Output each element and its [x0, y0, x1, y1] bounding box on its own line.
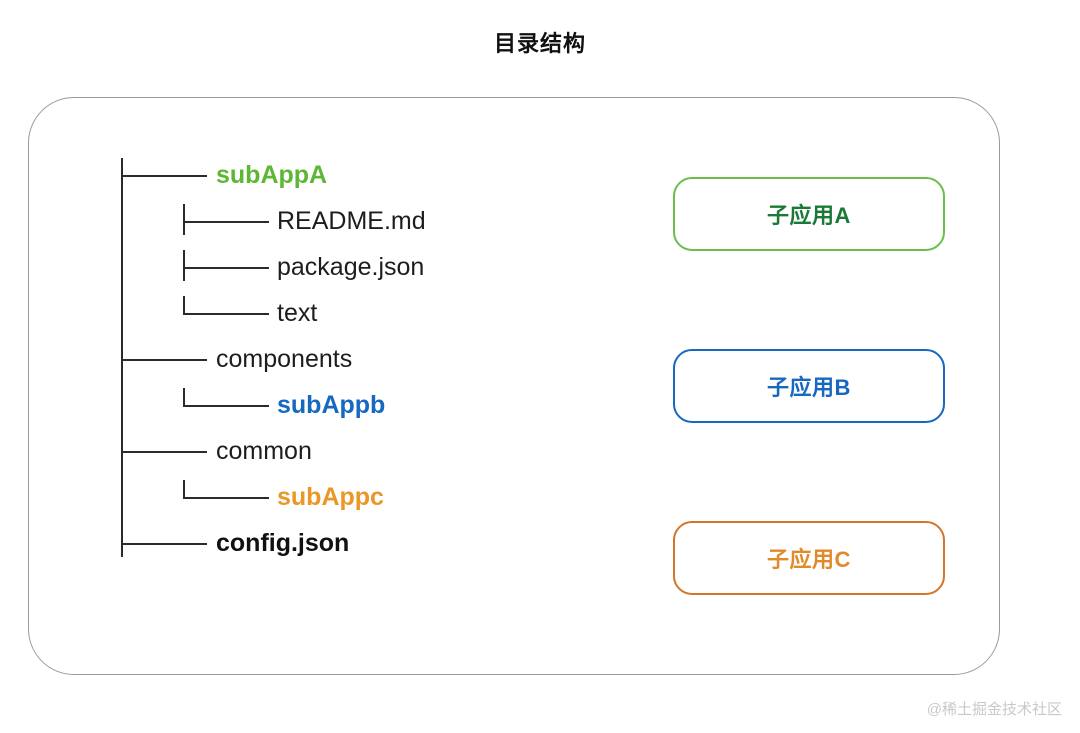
- tree-trunk-segment: [121, 480, 123, 526]
- tree-connector-horizontal: [183, 497, 269, 499]
- tree-trunk-segment: [121, 175, 123, 206]
- tree-row: subAppc: [89, 480, 559, 528]
- tree-node-configjson[interactable]: config.json: [216, 529, 350, 557]
- tree-node-subappc[interactable]: subAppc: [277, 483, 384, 511]
- tree-node-subappa[interactable]: subAppA: [216, 161, 328, 189]
- tree-node-packagejson[interactable]: package.json: [277, 253, 425, 281]
- tree-trunk-segment: [121, 204, 123, 250]
- watermark: @稀土掘金技术社区: [926, 701, 1062, 718]
- tree-row: package.json: [89, 250, 559, 298]
- tree-node-subappb[interactable]: subAppb: [277, 391, 386, 419]
- tree-node-text[interactable]: text: [277, 299, 318, 327]
- tree-connector-horizontal: [183, 267, 269, 269]
- tree-connector-vertical: [183, 480, 185, 497]
- tree-connector-vertical: [183, 204, 185, 235]
- tree-connector-horizontal: [121, 543, 207, 545]
- diagram-panel: subAppA README.md package.json text componen…: [28, 97, 1000, 675]
- app-box-c[interactable]: 子应用C: [673, 521, 945, 595]
- page-title: 目录结构: [493, 31, 586, 56]
- tree-connector-vertical: [121, 342, 123, 373]
- app-box-label-a: 子应用A: [767, 203, 851, 228]
- tree-connector-vertical: [121, 526, 123, 557]
- tree-row: subAppb: [89, 388, 559, 436]
- app-box-a[interactable]: 子应用A: [673, 177, 945, 251]
- tree-trunk-segment: [121, 296, 123, 342]
- tree-connector-horizontal: [183, 405, 269, 407]
- tree-connector-vertical: [121, 158, 123, 189]
- tree-trunk-segment: [121, 451, 123, 482]
- tree-row: subAppA: [89, 158, 559, 206]
- tree-connector-vertical: [183, 388, 185, 405]
- tree-row: components: [89, 342, 559, 390]
- tree-connector-vertical: [183, 250, 185, 281]
- tree-trunk-segment: [121, 388, 123, 434]
- tree-connector-horizontal: [121, 175, 207, 177]
- tree-trunk-segment: [121, 250, 123, 296]
- directory-tree: subAppA README.md package.json text componen…: [89, 158, 559, 600]
- tree-connector-horizontal: [183, 313, 269, 315]
- tree-trunk-segment: [121, 359, 123, 390]
- tree-connector-horizontal: [121, 359, 207, 361]
- tree-node-common[interactable]: common: [216, 437, 312, 465]
- app-box-label-c: 子应用C: [767, 547, 851, 572]
- tree-node-readme[interactable]: README.md: [277, 207, 426, 235]
- app-box-label-b: 子应用B: [767, 375, 851, 400]
- tree-connector-horizontal: [183, 221, 269, 223]
- tree-connector-horizontal: [121, 451, 207, 453]
- tree-connector-vertical: [183, 296, 185, 313]
- tree-row: common: [89, 434, 559, 482]
- app-box-b[interactable]: 子应用B: [673, 349, 945, 423]
- tree-row: config.json: [89, 526, 559, 574]
- tree-node-components[interactable]: components: [216, 345, 353, 373]
- tree-row: text: [89, 296, 559, 344]
- tree-connector-vertical: [121, 434, 123, 465]
- tree-row: README.md: [89, 204, 559, 252]
